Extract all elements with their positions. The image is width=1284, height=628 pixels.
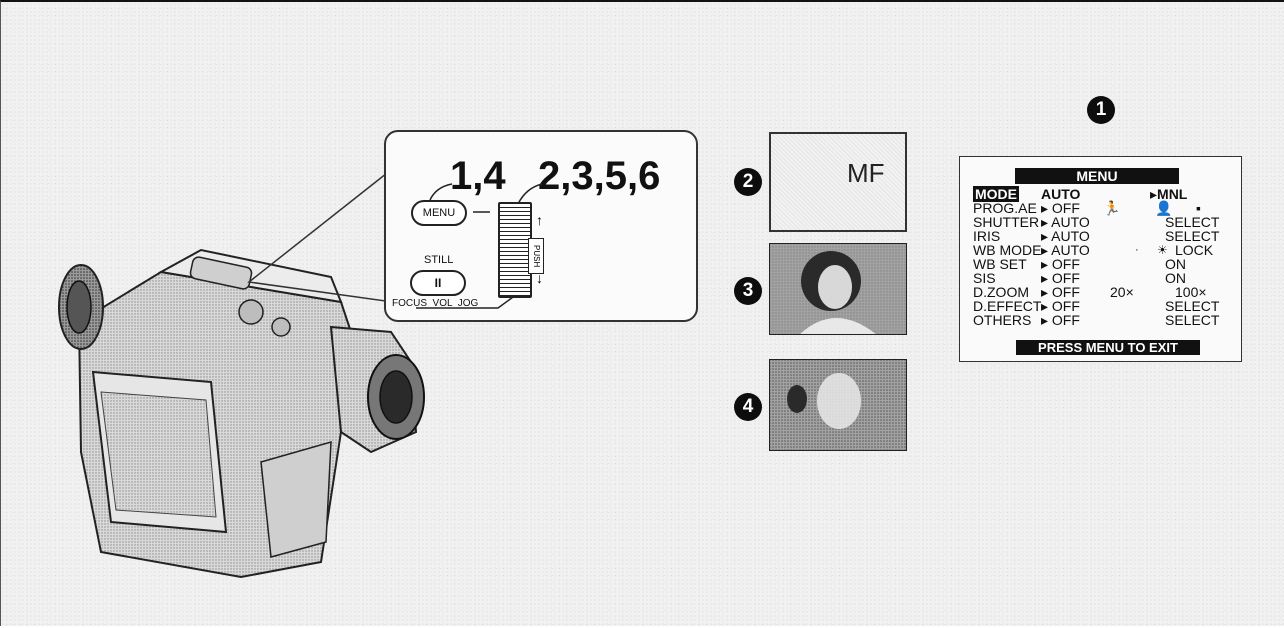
mf-screen: MF [769, 132, 907, 232]
menu-row-value: ▸ OFF [1041, 284, 1080, 300]
menu-row-label: IRIS [973, 228, 1001, 244]
menu-row-label: OTHERS [973, 312, 1032, 328]
portrait-photo [769, 243, 907, 335]
step-label-menu: 1,4 [450, 154, 506, 198]
menu-row-value: ▸ AUTO [1041, 242, 1090, 258]
menu-row-label: WB MODE [973, 242, 1042, 258]
menu-row-value: ▸ OFF [1041, 270, 1080, 286]
effect-photo [769, 359, 907, 451]
menu-row-option: ON [1165, 256, 1186, 272]
step-badge-1: 1 [1087, 96, 1115, 124]
menu-row-option: LOCK [1175, 242, 1214, 258]
menu-row-wb-mode: WB MODE ▸ AUTO · ☀ LOCK [960, 243, 1243, 258]
menu-screen: MENU MODE AUTO ▸MNL PROG.AE ▸ OFF 🏃 👤 ▪ … [959, 156, 1242, 362]
step-badge-4: 4 [734, 393, 762, 421]
menu-row-option: SELECT [1165, 214, 1220, 230]
menu-row-value: ▸ OFF [1041, 200, 1080, 216]
still-label: STILL [424, 254, 454, 266]
menu-row-shutter: SHUTTER ▸ AUTO SELECT [960, 215, 1243, 230]
menu-row-label: WB SET [973, 256, 1027, 272]
menu-row-option: SELECT [1165, 312, 1220, 328]
step-label-jog: 2,3,5,6 [538, 154, 661, 198]
menu-row-prog-ae: PROG.AE ▸ OFF 🏃 👤 ▪ [960, 201, 1243, 216]
menu-row-label: SIS [973, 270, 996, 286]
menu-row-option: ▸MNL [1150, 186, 1188, 202]
menu-row-option: SELECT [1165, 228, 1220, 244]
still-pause-button[interactable]: II [410, 270, 466, 296]
arrow-up-icon: ↑ [536, 212, 543, 228]
jog-dial[interactable] [498, 202, 532, 298]
menu-row-option: 100× [1175, 284, 1207, 300]
menu-exit-hint: PRESS MENU TO EXIT [1016, 340, 1200, 355]
jog-dial-push-label: PUSH [528, 238, 544, 274]
menu-row-others: OTHERS ▸ OFF SELECT [960, 313, 1243, 328]
menu-row-option: SELECT [1165, 298, 1220, 314]
menu-row-value: ▸ OFF [1041, 298, 1080, 314]
menu-row-value: ▸ OFF [1041, 312, 1080, 328]
menu-row-label: D.ZOOM [973, 284, 1029, 300]
mf-indicator: MF [847, 158, 885, 188]
menu-row-label: MODE [973, 186, 1019, 202]
sun-icon: ☀ [1157, 243, 1168, 257]
menu-row-d-zoom: D.ZOOM ▸ OFF 20× 100× [960, 285, 1243, 300]
menu-title: MENU [1015, 168, 1179, 184]
menu-row-mode: MODE AUTO ▸MNL [960, 186, 1243, 202]
bulb-icon: · [1135, 244, 1139, 256]
camcorder-illustration [58, 248, 425, 579]
menu-row-value: ▸ AUTO [1041, 214, 1090, 230]
square-icon: ▪ [1196, 200, 1201, 216]
menu-row-value: ▸ OFF [1041, 256, 1080, 272]
menu-button[interactable]: MENU [411, 200, 467, 226]
sports-icon: 🏃 [1103, 200, 1121, 216]
control-callout: 1,4 2,3,5,6 MENU PUSH ↑ ↓ STILL II FOCUS… [384, 130, 698, 322]
menu-row-option-alt: 20× [1110, 284, 1134, 300]
menu-row-value: AUTO [1041, 186, 1081, 202]
menu-row-value: ▸ AUTO [1041, 228, 1090, 244]
menu-row-label: PROG.AE [973, 200, 1037, 216]
step-badge-2: 2 [734, 168, 762, 196]
menu-row-sis: SIS ▸ OFF ON [960, 271, 1243, 286]
arrow-down-icon: ↓ [536, 270, 543, 286]
menu-row-wb-set: WB SET ▸ OFF ON [960, 257, 1243, 272]
menu-row-d-effect: D.EFFECT ▸ OFF SELECT [960, 299, 1243, 314]
menu-row-option: ON [1165, 270, 1186, 286]
focus-vol-jog-label: FOCUS VOL JOG [392, 298, 479, 309]
menu-row-label: D.EFFECT [973, 298, 1042, 314]
menu-row-label: SHUTTER [973, 214, 1040, 230]
menu-row-iris: IRIS ▸ AUTO SELECT [960, 229, 1243, 244]
portrait-icon: 👤 [1155, 200, 1173, 216]
step-badge-3: 3 [734, 277, 762, 305]
